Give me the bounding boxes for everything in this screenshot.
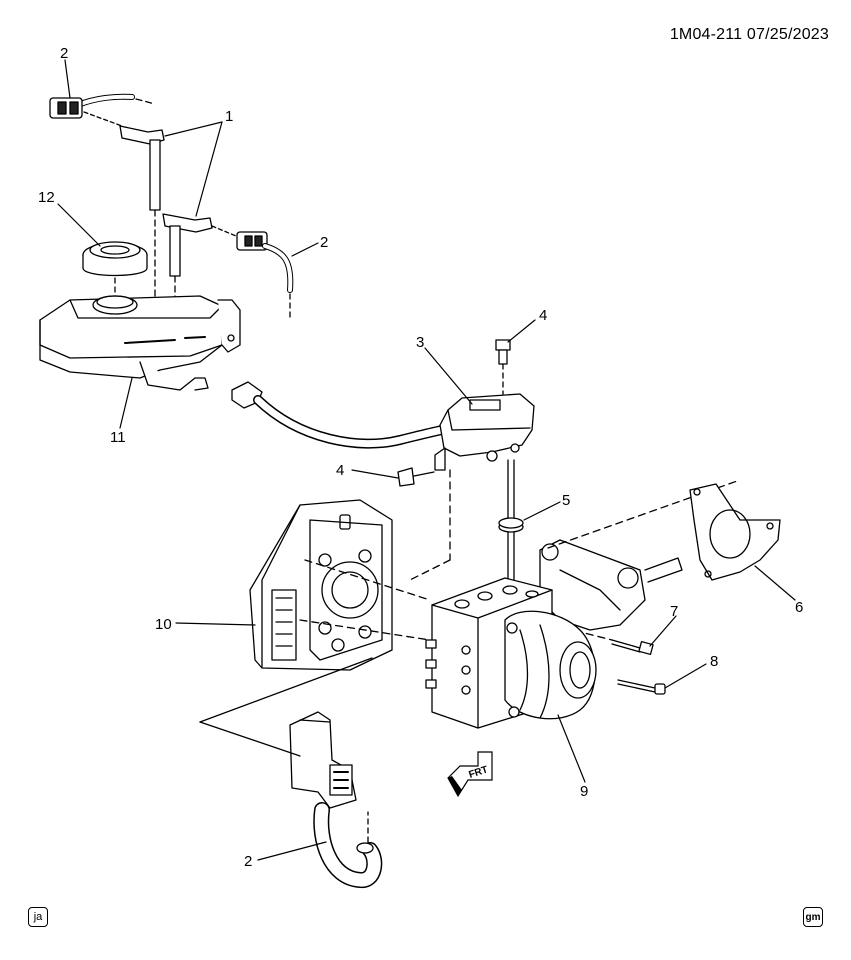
callout-10: 10 <box>155 616 172 633</box>
callout-8: 8 <box>710 653 718 670</box>
harness-connector <box>289 711 383 888</box>
callout-4-left: 4 <box>336 462 344 479</box>
callout-7: 7 <box>670 603 678 620</box>
fluid-level-sensor-upper <box>83 111 165 301</box>
front-direction-marker: FRT <box>447 751 493 798</box>
callout-3: 3 <box>416 334 424 351</box>
callout-4-top: 4 <box>539 307 547 324</box>
gasket <box>689 483 781 581</box>
callout-12: 12 <box>38 189 55 206</box>
gm-logo-icon: gm <box>803 907 823 927</box>
callout-2-right: 2 <box>320 234 328 251</box>
alignment-lines <box>199 559 451 757</box>
callout-1: 1 <box>225 108 233 125</box>
callout-5: 5 <box>562 492 570 509</box>
callout-9: 9 <box>580 783 588 800</box>
bolt-top <box>495 339 511 395</box>
callout-labels: 2 1 2 12 11 3 4 4 5 6 7 8 9 10 2 <box>38 45 803 870</box>
brake-fluid-reservoir <box>39 295 241 391</box>
hose-top <box>75 93 156 108</box>
callout-2-top: 2 <box>60 45 68 62</box>
diagram-id-date: 1M04-211 07/25/2023 <box>669 26 829 43</box>
mounting-bracket-rear <box>539 479 741 631</box>
callout-2-bottom: 2 <box>244 853 252 870</box>
brake-pressure-modulator-valve <box>425 577 597 729</box>
connector-top <box>49 97 83 119</box>
language-badge: ja <box>28 907 48 927</box>
callout-11: 11 <box>110 429 126 446</box>
hose-right <box>236 231 294 319</box>
brake-pipe <box>498 459 524 591</box>
reservoir-cap <box>82 241 148 301</box>
reservoir-hose <box>231 381 457 449</box>
electronic-brake-control-module <box>249 499 431 671</box>
leader-lines <box>57 59 796 861</box>
mounting-bracket <box>434 393 535 561</box>
fluid-level-sensor-lower <box>162 213 237 311</box>
bolt-long-lower <box>617 679 666 695</box>
bolt-left <box>397 467 435 487</box>
callout-6: 6 <box>795 599 803 616</box>
